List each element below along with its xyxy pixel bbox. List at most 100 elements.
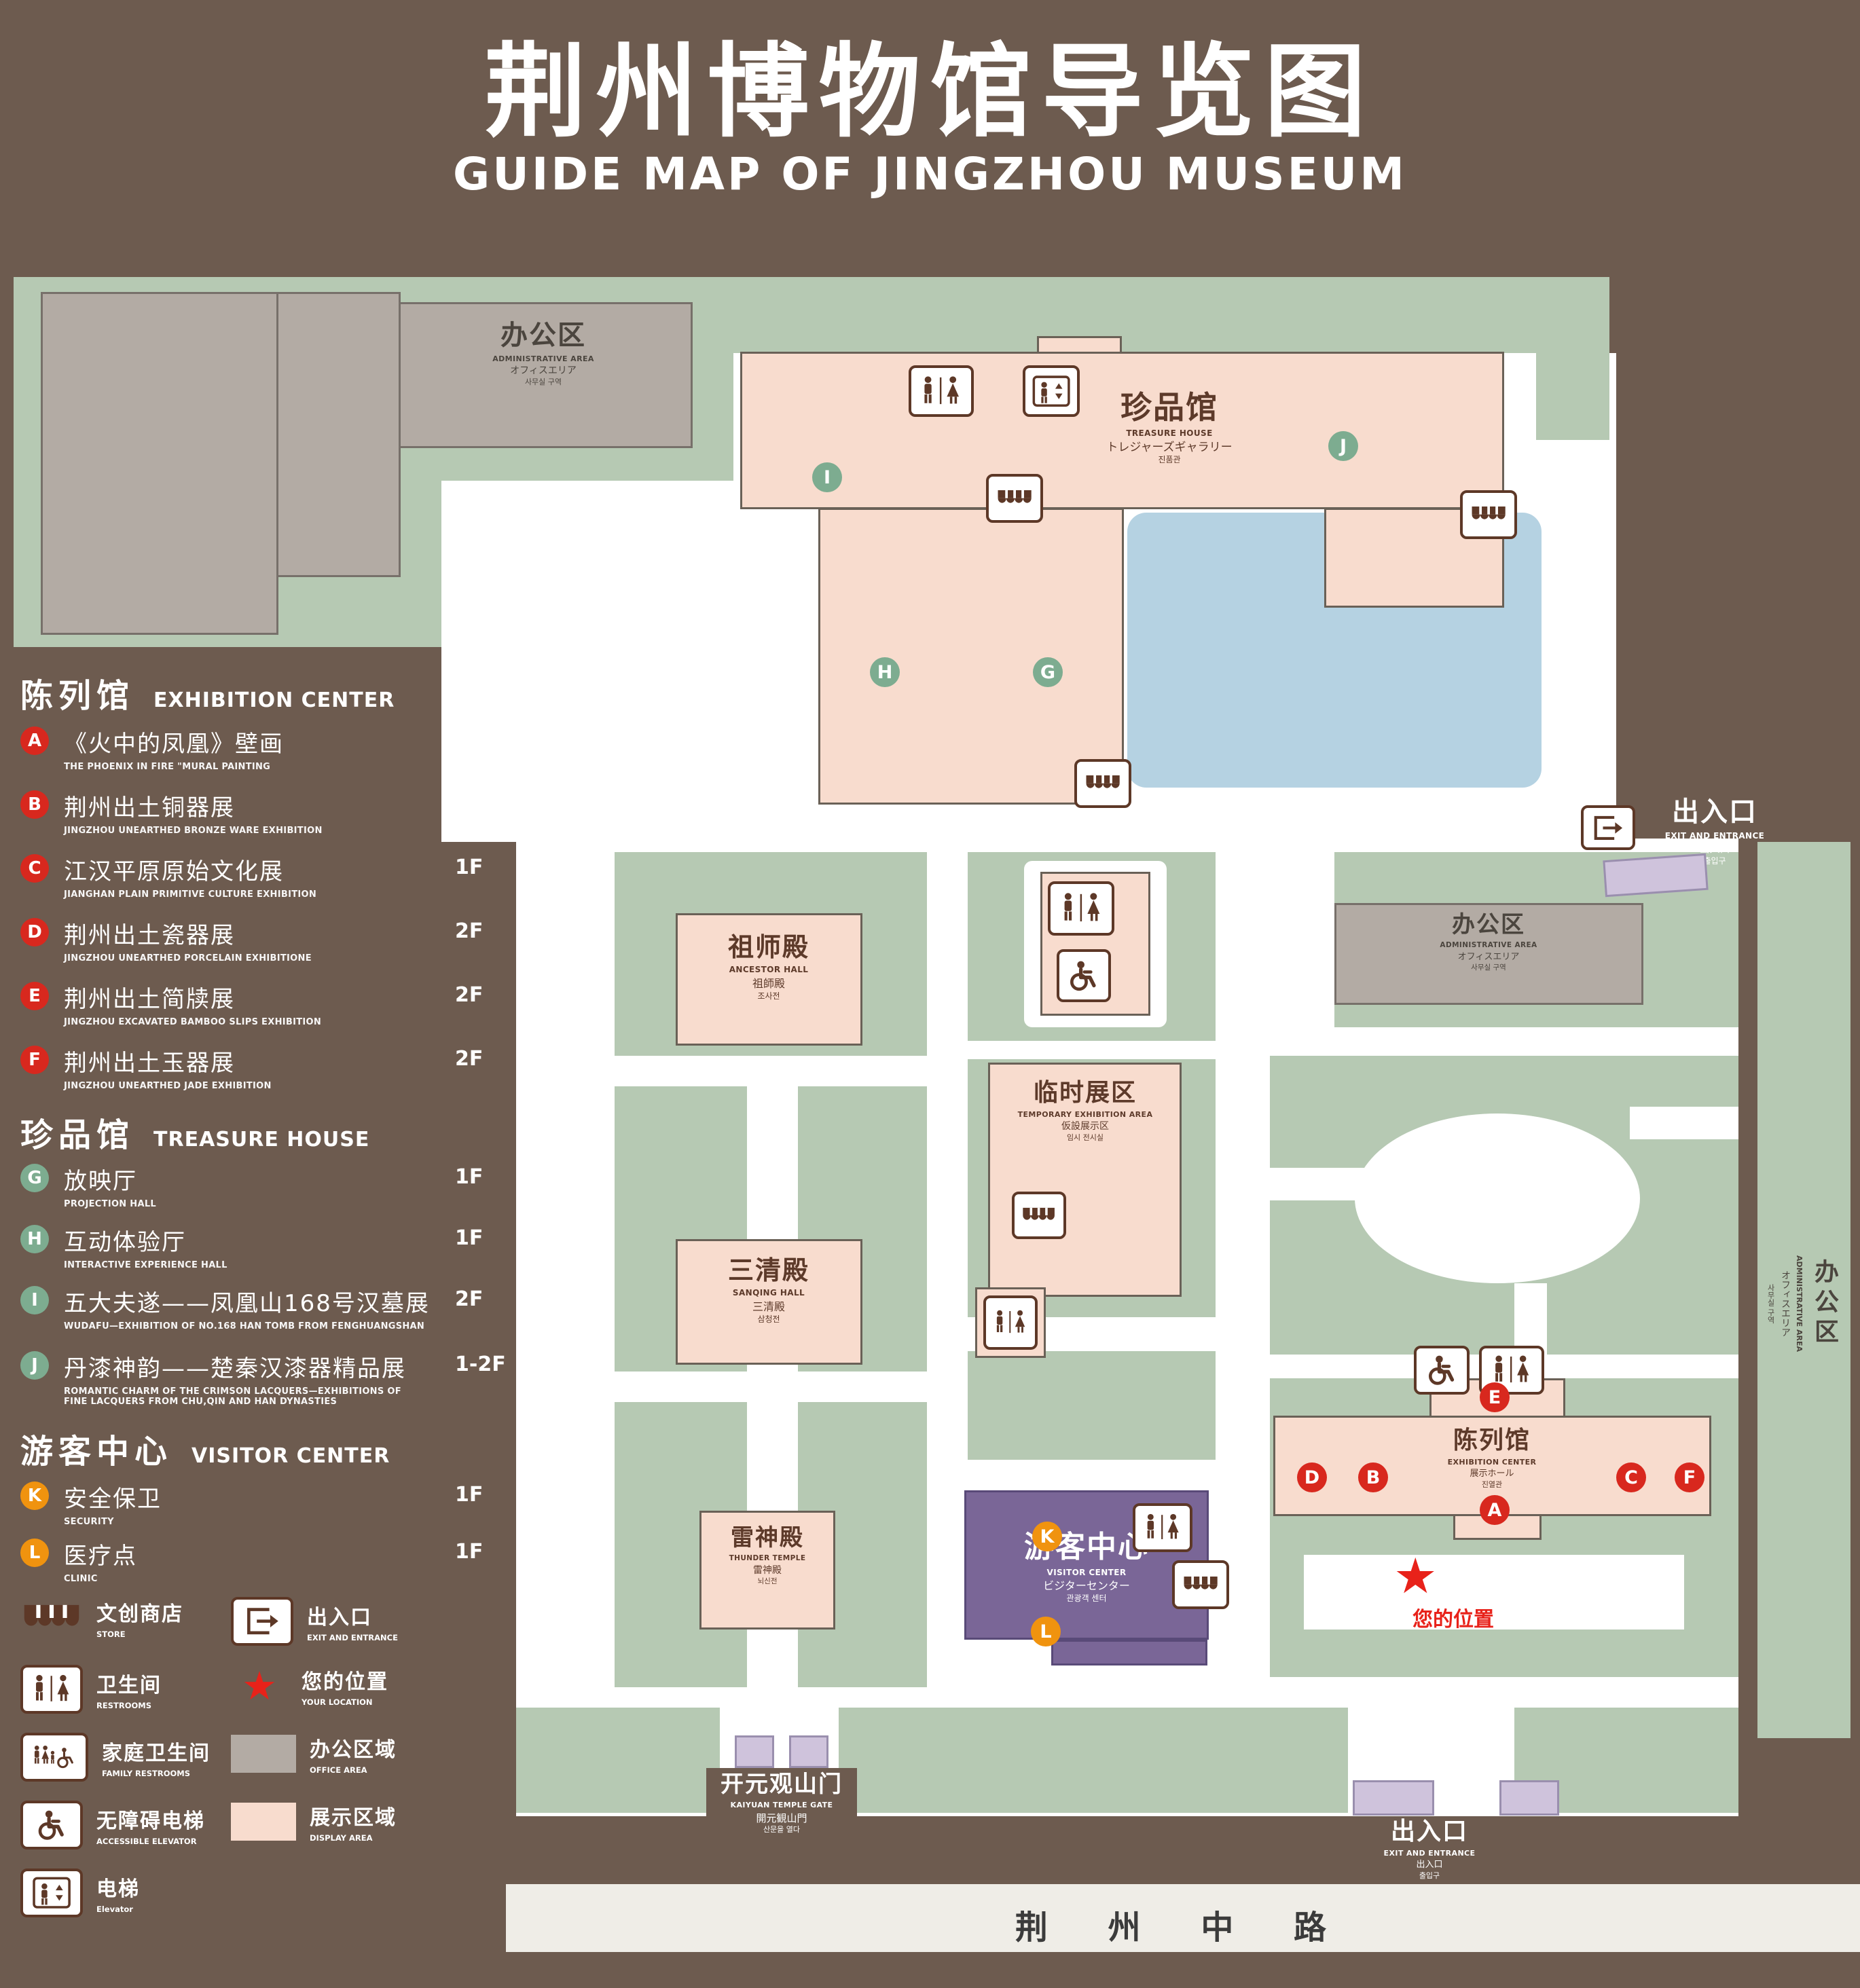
item-zh: 放映厅 (64, 1168, 137, 1195)
legend-icon-exit: 出入口 EXIT AND ENTRANCE (231, 1597, 398, 1646)
item-en: JINGZHOU EXCAVATED BAMBOO SLIPS EXHIBITI… (64, 1017, 322, 1027)
map-marker-a: A (1480, 1495, 1510, 1525)
label-en: ANCESTOR HALL (729, 965, 809, 975)
legend-section-exhibition-center: 陈列馆 EXHIBITION CENTER (20, 669, 395, 716)
green-strip-right (1757, 842, 1850, 1738)
building-admin-top-wing-mid (276, 292, 401, 577)
office-area-swatch (231, 1735, 296, 1773)
icon-en: FAMILY RESTROOMS (102, 1769, 190, 1778)
building-admin-mid (1334, 903, 1643, 1005)
map-marker-j: J (1328, 431, 1358, 461)
item-zh: 医疗点 (64, 1543, 137, 1570)
map-base-west-corridor (441, 475, 733, 842)
label-ko: 사무실 구역 (1471, 963, 1506, 972)
restroom-icon (983, 1295, 1038, 1350)
item-en: PROJECTION HALL (64, 1199, 157, 1209)
map-marker-f: F (1675, 1462, 1704, 1492)
label-zh: 开元观山门 (721, 1771, 843, 1798)
item-en: JINGZHOU UNEARTHED BRONZE WARE EXHIBITIO… (64, 826, 323, 836)
item-zh: 荆州出土简牍展 (64, 986, 235, 1013)
label-ko: 임시 전시실 (1066, 1133, 1104, 1143)
map-marker-i: I (812, 462, 842, 492)
restroom-icon (20, 1665, 83, 1714)
item-zh: 江汉平原原始文化展 (64, 858, 284, 885)
label-ja: 三清殿 (752, 1300, 785, 1313)
building-visitor-center-annex (1051, 1640, 1207, 1665)
restroom-icon (1479, 1346, 1544, 1395)
label-ko: 진품관 (1158, 455, 1181, 465)
legend-item-k: K 安全保卫 SECURITY 1F (20, 1480, 509, 1527)
map-marker-c: C (1616, 1462, 1646, 1492)
page-title: 荆州博物馆导览图 (484, 33, 1376, 151)
store-icon (1460, 490, 1517, 539)
icon-zh: 办公区域 (310, 1738, 397, 1762)
label-zh: 办公区 (1452, 911, 1525, 938)
label-en: EXHIBITION CENTER (1447, 1457, 1537, 1467)
item-floor: 1F (455, 728, 484, 752)
thunder-temple-label: 雷神殿 THUNDER TEMPLE 雷神殿 뇌신전 (686, 1524, 849, 1586)
your-location-star-icon: ★ (242, 1663, 277, 1709)
marker-g: G (20, 1164, 49, 1192)
map-marker-d: D (1297, 1462, 1327, 1492)
marker-f: F (20, 1046, 49, 1074)
label-ja: 祖師殿 (752, 976, 785, 990)
map-marker-h: H (870, 657, 900, 687)
path-garden-pond (1355, 1113, 1640, 1283)
legend-icon-restrooms: 卫生间 RESTROOMS (20, 1665, 162, 1714)
legend-item-g: G 放映厅 PROJECTION HALL 1F (20, 1162, 509, 1209)
item-en: JIANGHAN PLAIN PRIMITIVE CULTURE EXHIBIT… (64, 889, 317, 900)
building-admin-top-wing-right (399, 302, 693, 448)
label-en: EXIT AND ENTRANCE (1664, 830, 1765, 841)
exit-bottom-label: 出入口 EXIT AND ENTRANCE 出入口 출입구 (1348, 1817, 1511, 1881)
item-zh: 荆州出土瓷器展 (64, 922, 235, 949)
kaiyuan-gate-label-bg (706, 1768, 857, 1883)
admin-top-label: 办公区 ADMINISTRATIVE AREA オフィスエリア 사무실 구역 (421, 319, 665, 387)
accessible-restroom-icon (1057, 949, 1111, 1002)
kaiyuan-gate-label: 开元观山门 KAIYUAN TEMPLE GATE 開元観山門 산문을 열다 (690, 1771, 873, 1835)
item-floor: 2F (455, 919, 484, 943)
label-en: TREASURE HOUSE (1126, 428, 1213, 439)
icon-text: 无障碍电梯 ACCESSIBLE ELEVATOR (96, 1804, 205, 1846)
item-text: 互动体验厅 INTERACTIVE EXPERIENCE HALL (64, 1223, 227, 1270)
label-ja: ビジターセンター (1043, 1579, 1130, 1593)
map-marker-g: G (1033, 657, 1063, 687)
item-zh: 《火中的凤凰》壁画 (64, 731, 284, 758)
exit-icon (1581, 805, 1635, 850)
item-en: WUDAFU—EXHIBITION OF NO.168 HAN TOMB FRO… (64, 1321, 425, 1331)
marker-b: B (20, 790, 49, 819)
road-band: 荆 州 中 路 (506, 1884, 1860, 1952)
item-text: 《火中的凤凰》壁画 THE PHOENIX IN FIRE "MURAL PAI… (64, 725, 284, 772)
admin-right-label: 办公区 ADMINISTRATIVE AREA オフィスエリア 사무실 구역 (1766, 1127, 1842, 1480)
item-floor: 1F (455, 1226, 484, 1250)
green-corner-top-right (1536, 277, 1609, 440)
building-treasure-southwest (818, 508, 1124, 805)
label-en: VISITOR CENTER (1046, 1567, 1127, 1577)
icon-en: ACCESSIBLE ELEVATOR (96, 1837, 197, 1846)
store-icon (1074, 759, 1131, 808)
marker-k: K (20, 1481, 49, 1510)
marker-a: A (20, 726, 49, 755)
label-ja: オフィスエリア (1457, 952, 1520, 963)
exit-right-label: 出入口 EXIT AND ENTRANCE 出入口 출입구 (1640, 796, 1789, 866)
building-sanqing-hall (676, 1239, 862, 1365)
icon-text: 办公区域 OFFICE AREA (310, 1733, 397, 1775)
green-strip-top (733, 277, 1609, 353)
marker-l: L (20, 1539, 49, 1567)
store-icon (1172, 1560, 1229, 1609)
legend-icon-accessible-elevator: 无障碍电梯 ACCESSIBLE ELEVATOR (20, 1801, 205, 1849)
admin-mid-label: 办公区 ADMINISTRATIVE AREA オフィスエリア 사무실 구역 (1366, 911, 1611, 972)
label-en: SANQING HALL (732, 1288, 805, 1298)
building-treasure-main (740, 352, 1504, 509)
item-floor: 1F (455, 855, 484, 879)
page-subtitle: GUIDE MAP OF JINGZHOU MUSEUM (453, 148, 1407, 200)
label-en: ADMINISTRATIVE AREA (492, 354, 594, 363)
icon-zh: 电梯 (96, 1877, 140, 1901)
item-text: 荆州出土玉器展 JINGZHOU UNEARTHED JADE EXHIBITI… (64, 1044, 272, 1091)
label-ko: 사무실 구역 (524, 378, 562, 387)
label-ja: オフィスエリア (1780, 1270, 1791, 1337)
legend-section-visitor-center: 游客中心 VISITOR CENTER (20, 1424, 390, 1472)
item-floor: 1F (455, 1540, 484, 1564)
building-exit-right-gate (1603, 853, 1709, 898)
marker-h: H (20, 1225, 49, 1253)
icon-en: RESTROOMS (96, 1701, 151, 1710)
